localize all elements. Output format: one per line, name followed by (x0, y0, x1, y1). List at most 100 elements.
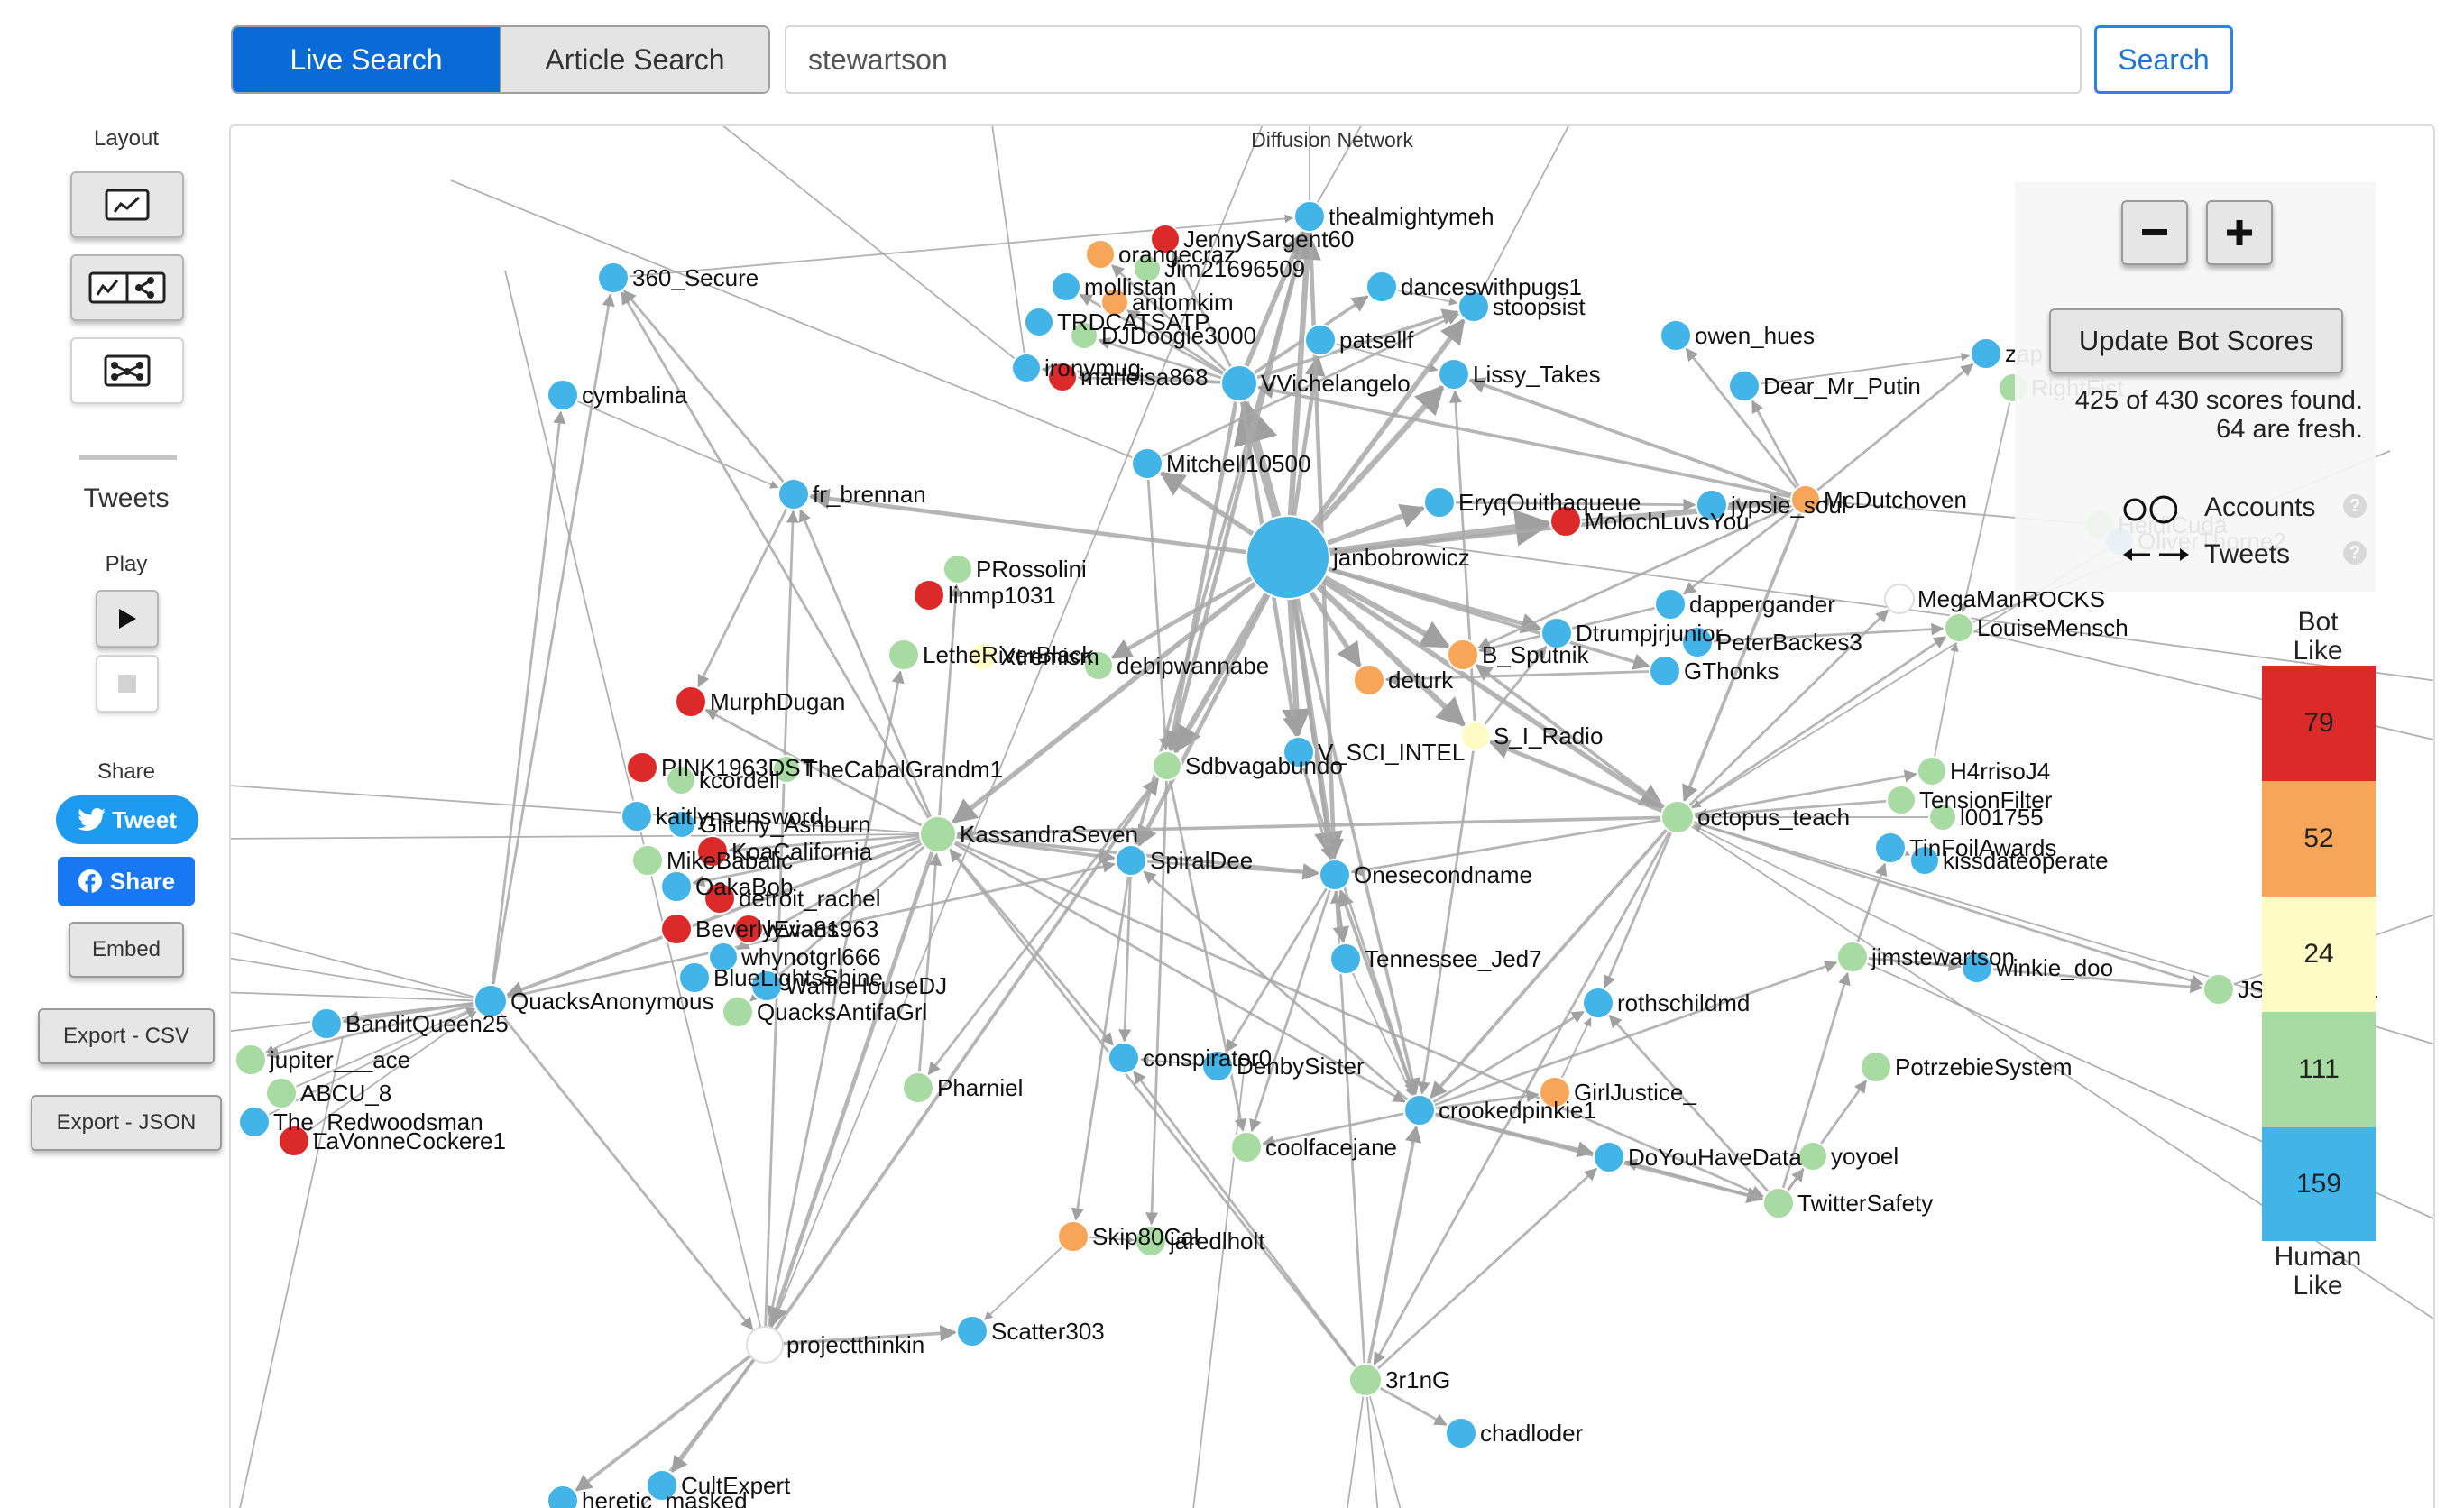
account-node[interactable] (646, 1469, 678, 1502)
search-button[interactable]: Search (2094, 25, 2233, 94)
accounts-help-icon[interactable]: ? (2343, 494, 2367, 518)
account-node[interactable] (1539, 1076, 1571, 1108)
account-node[interactable] (746, 1326, 784, 1364)
account-node[interactable] (1201, 1050, 1234, 1082)
account-node[interactable] (969, 642, 998, 671)
account-node[interactable] (1660, 800, 1695, 834)
export-csv-button[interactable]: Export - CSV (38, 1008, 215, 1064)
tab-live-search[interactable]: Live Search (233, 27, 500, 92)
account-node[interactable] (1549, 505, 1582, 538)
account-node[interactable] (1319, 859, 1351, 891)
account-node[interactable] (1660, 319, 1692, 352)
account-node[interactable] (942, 554, 973, 584)
account-node[interactable] (1085, 239, 1116, 270)
account-node[interactable] (547, 379, 579, 411)
account-node[interactable] (1438, 358, 1470, 391)
account-node[interactable] (1593, 1141, 1625, 1173)
account-node[interactable] (1283, 736, 1315, 768)
facebook-share-button[interactable]: Share (58, 857, 195, 906)
tweets-help-icon[interactable]: ? (2343, 541, 2367, 565)
account-node[interactable] (1874, 832, 1907, 864)
account-node[interactable] (1100, 288, 1129, 317)
account-node[interactable] (660, 913, 693, 945)
account-node[interactable] (1961, 952, 1993, 984)
account-node[interactable] (1348, 1363, 1383, 1397)
update-bot-scores-button[interactable]: Update Bot Scores (2049, 308, 2343, 373)
account-node[interactable] (733, 914, 764, 944)
account-node[interactable] (1457, 290, 1490, 323)
account-node[interactable] (722, 996, 754, 1028)
account-node[interactable] (913, 579, 945, 611)
account-node[interactable] (1909, 845, 1940, 876)
account-node[interactable] (1135, 1225, 1167, 1257)
account-node[interactable] (1447, 639, 1479, 671)
account-node[interactable] (626, 751, 658, 784)
account-node[interactable] (667, 810, 696, 839)
account-node[interactable] (678, 961, 711, 994)
account-node[interactable] (1047, 362, 1078, 392)
account-node[interactable] (473, 984, 508, 1018)
account-node[interactable] (1445, 1417, 1477, 1449)
account-node[interactable] (1403, 1094, 1436, 1126)
account-node[interactable] (660, 870, 693, 903)
account-node[interactable] (1304, 324, 1337, 356)
account-node[interactable] (956, 1315, 988, 1347)
tab-article-search[interactable]: Article Search (500, 27, 768, 92)
account-node[interactable] (1884, 584, 1915, 614)
account-node[interactable] (1115, 844, 1147, 877)
account-node[interactable] (1246, 515, 1330, 600)
account-node[interactable] (1762, 1187, 1795, 1219)
account-node[interactable] (597, 262, 630, 294)
play-button[interactable] (96, 590, 159, 648)
account-node[interactable] (1329, 942, 1362, 975)
account-node[interactable] (919, 815, 957, 853)
account-node[interactable] (703, 882, 736, 915)
account-node[interactable] (1886, 785, 1917, 815)
layout-split-button[interactable] (70, 254, 184, 321)
account-node[interactable] (1944, 612, 1974, 643)
account-node[interactable] (1353, 664, 1385, 696)
account-node[interactable] (1152, 750, 1182, 781)
account-node[interactable] (234, 1044, 267, 1076)
account-node[interactable] (1230, 1131, 1263, 1163)
layout-network-button[interactable] (70, 337, 184, 404)
account-node[interactable] (1423, 486, 1456, 519)
account-node[interactable] (631, 844, 664, 877)
account-node[interactable] (1051, 271, 1081, 302)
account-node[interactable] (708, 942, 739, 972)
account-node[interactable] (1083, 650, 1114, 681)
account-node[interactable] (1696, 489, 1728, 521)
account-node[interactable] (1582, 987, 1614, 1019)
account-node[interactable] (1220, 364, 1258, 402)
account-node[interactable] (772, 755, 801, 784)
account-node[interactable] (265, 1077, 298, 1109)
account-node[interactable] (696, 835, 729, 868)
account-node[interactable] (1970, 337, 2002, 370)
account-node[interactable] (278, 1125, 310, 1157)
account-node[interactable] (1654, 588, 1687, 621)
account-node[interactable] (1150, 224, 1181, 254)
stop-button[interactable] (96, 655, 159, 713)
search-input[interactable] (785, 25, 2082, 94)
account-node[interactable] (1070, 321, 1099, 350)
account-node[interactable] (1108, 1042, 1140, 1074)
account-node[interactable] (1293, 200, 1326, 233)
account-node[interactable] (1460, 721, 1491, 751)
export-json-button[interactable]: Export - JSON (31, 1095, 222, 1151)
zoom-in-button[interactable] (2206, 200, 2273, 265)
account-node[interactable] (1131, 447, 1163, 480)
account-node[interactable] (675, 685, 707, 718)
tweet-button[interactable]: Tweet (56, 795, 198, 844)
account-node[interactable] (1917, 756, 1947, 786)
account-node[interactable] (1649, 655, 1681, 687)
account-node[interactable] (1836, 941, 1869, 973)
account-node[interactable] (902, 1071, 934, 1104)
account-node[interactable] (1728, 370, 1761, 402)
account-node[interactable] (1011, 353, 1042, 383)
account-node[interactable] (238, 1106, 271, 1138)
account-node[interactable] (310, 1007, 343, 1040)
account-node[interactable] (887, 639, 920, 671)
account-node[interactable] (750, 970, 783, 1002)
account-node[interactable] (1133, 254, 1162, 283)
